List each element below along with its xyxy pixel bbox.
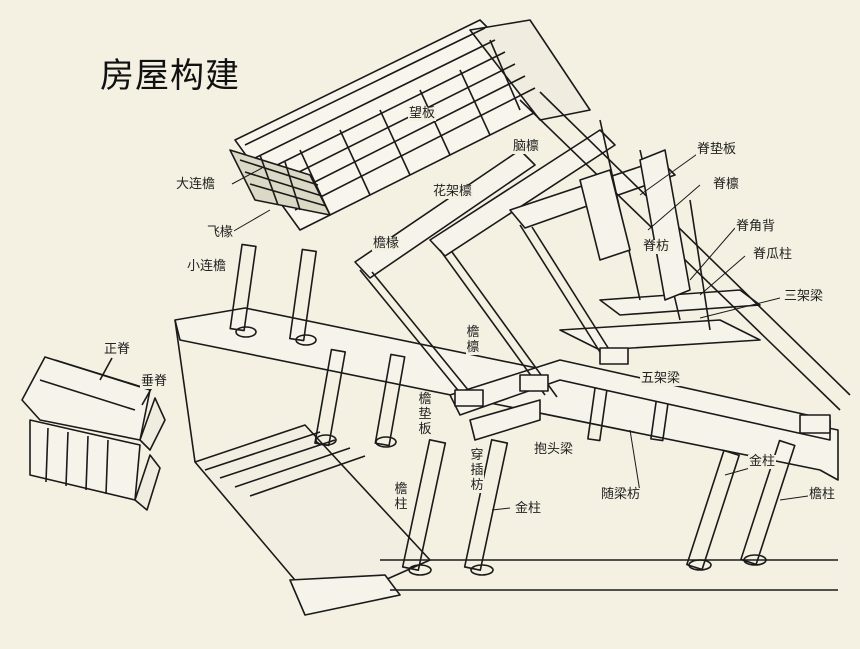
pavilion-inset — [21, 356, 166, 511]
label-jifang: 脊枋 — [642, 239, 671, 254]
label-zhengji: 正脊 — [103, 342, 132, 357]
platform-base — [174, 307, 839, 616]
columns — [229, 243, 796, 576]
label-jijiaobei: 脊角背 — [735, 219, 777, 234]
label-suiliangfang: 随梁枋 — [600, 487, 642, 502]
label-yanzhu-right: 檐柱 — [808, 487, 837, 502]
label-jilin: 脊檩 — [712, 177, 741, 192]
label-yanzhu-left: 檐柱 — [394, 482, 408, 512]
label-yanlin: 檐檩 — [466, 325, 480, 355]
label-yanchuan: 檐椽 — [372, 236, 401, 251]
leader-lines — [231, 151, 809, 511]
label-jiguazhu: 脊瓜柱 — [752, 247, 794, 262]
rafters — [519, 91, 851, 411]
label-jinzhu-right: 金柱 — [748, 454, 777, 469]
label-chuiji: 垂脊 — [140, 374, 169, 389]
page-title: 房屋构建 — [100, 56, 240, 96]
label-yandianban: 檐垫板 — [418, 392, 432, 437]
label-baotouliang: 抱头梁 — [533, 442, 575, 457]
label-feichuan: 飞椽 — [206, 225, 235, 240]
label-naolin: 脑檩 — [512, 139, 541, 154]
label-chuanchafang: 穿插枋 — [470, 448, 484, 493]
label-dalianyan: 大连檐 — [175, 177, 217, 192]
label-xiaolianyan: 小连檐 — [186, 259, 228, 274]
label-jidianban: 脊垫板 — [696, 142, 738, 157]
label-jinzhu-mid: 金柱 — [514, 501, 543, 516]
label-wangban: 望板 — [408, 106, 437, 121]
label-huajialin: 花架檩 — [432, 184, 474, 199]
roof-boards — [229, 19, 591, 231]
label-wujialiang: 五架梁 — [640, 371, 682, 386]
label-sanjialiang: 三架梁 — [783, 289, 825, 304]
